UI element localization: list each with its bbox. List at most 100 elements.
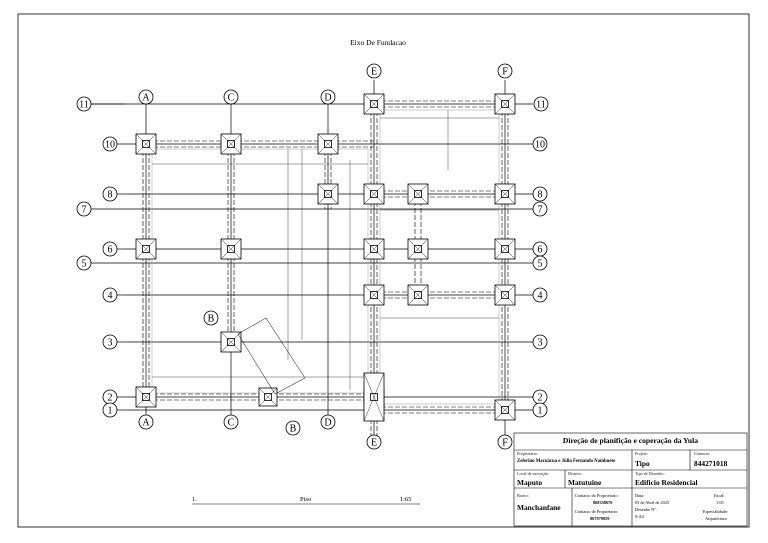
especialidade-label: Especialidade: bbox=[703, 509, 729, 514]
axis-bubble-left-label: 6 bbox=[108, 245, 113, 256]
column bbox=[501, 100, 509, 108]
axis-bubble-right bbox=[532, 136, 548, 152]
footing-diagonal bbox=[317, 183, 339, 205]
footing-diagonal bbox=[494, 284, 516, 306]
axis-bubble-bottom bbox=[366, 434, 382, 450]
column bbox=[264, 393, 272, 401]
column bbox=[414, 245, 422, 253]
section-bubble-label: B bbox=[290, 424, 297, 435]
column bbox=[414, 190, 422, 198]
axis-bubble-right-label: 10 bbox=[535, 140, 545, 151]
contacto-prop1-value: 868358670 bbox=[593, 500, 613, 505]
axis-bubble-right bbox=[533, 96, 549, 112]
drawing-title: Eixo De Fundacao bbox=[350, 38, 406, 47]
sheet-border bbox=[17, 13, 750, 528]
column bbox=[370, 291, 378, 299]
footing-diagonal bbox=[220, 238, 242, 260]
especialidade-value: Arquitectura bbox=[705, 516, 727, 521]
footing-diagonal bbox=[494, 238, 516, 260]
axis-bubble-right bbox=[532, 287, 548, 303]
distrito-value: Matutuine bbox=[568, 478, 602, 487]
axis-bubble-right-label: 3 bbox=[538, 338, 543, 349]
bairro-value: Manchanfane bbox=[517, 503, 561, 512]
axis-bubble-bottom-label: C bbox=[228, 418, 235, 429]
footing-diagonal bbox=[494, 183, 516, 205]
axis-bubble-right-label: 11 bbox=[536, 100, 546, 111]
axis-bubble-bottom-label: F bbox=[502, 438, 508, 449]
axis-bubble-right-label: 7 bbox=[538, 205, 543, 216]
footing-diagonal bbox=[258, 387, 278, 407]
footing-diagonal bbox=[407, 238, 429, 260]
caption-name: Piso bbox=[300, 496, 311, 503]
axis-bubble-left-label: 7 bbox=[82, 205, 87, 216]
axis-bubble-top bbox=[366, 63, 382, 79]
axis-bubble-left-label: 3 bbox=[108, 338, 113, 349]
axis-bubble-top bbox=[223, 89, 239, 105]
axis-bubble-left-label: 8 bbox=[108, 190, 113, 201]
column bbox=[501, 190, 509, 198]
axis-bubble-right bbox=[532, 186, 548, 202]
title-block bbox=[513, 432, 748, 527]
column bbox=[370, 100, 378, 108]
proprietario-value: Zeferino Macuácua e Júlia Fernando Nambu… bbox=[517, 459, 616, 464]
column bbox=[227, 140, 235, 148]
caption-number: 1. bbox=[192, 496, 197, 503]
axis-bubble-top-label: A bbox=[142, 93, 150, 104]
axis-bubble-left-label: 10 bbox=[105, 140, 115, 151]
axis-bubble-top bbox=[138, 89, 154, 105]
data-label: Data: bbox=[635, 493, 645, 498]
projeto-label: Projeto: bbox=[635, 451, 649, 456]
footing-diagonal bbox=[363, 93, 385, 115]
footing-diagonal bbox=[135, 386, 157, 408]
column bbox=[370, 190, 378, 198]
section-bubble-label: B bbox=[208, 314, 215, 325]
axis-bubble-right bbox=[532, 334, 548, 350]
footing-diagonal bbox=[363, 284, 385, 306]
bairro-label: Bairro: bbox=[517, 493, 529, 498]
projeto-value: Tipo bbox=[635, 459, 650, 468]
axis-bubble-bottom-label: A bbox=[142, 418, 150, 429]
escal-value: 1:65 bbox=[716, 500, 724, 505]
axis-bubble-bottom bbox=[138, 414, 154, 430]
column bbox=[501, 291, 509, 299]
footing-diagonal bbox=[494, 93, 516, 115]
outline-line bbox=[379, 109, 500, 405]
view-caption: 1. Piso 1:65 bbox=[192, 496, 420, 505]
column bbox=[414, 291, 422, 299]
axis-bubble-left-label: 1 bbox=[108, 406, 113, 417]
axis-bubble-right-label: 6 bbox=[538, 245, 543, 256]
column bbox=[227, 338, 235, 346]
section-bubble bbox=[285, 420, 301, 436]
contacto-value: 844271018 bbox=[694, 459, 728, 468]
column bbox=[227, 245, 235, 253]
axis-bubble-left-label: 4 bbox=[108, 291, 113, 302]
column bbox=[370, 393, 378, 401]
axis-bubble-top bbox=[320, 89, 336, 105]
section-bubble bbox=[203, 310, 219, 326]
contacto-prop1-label: Contacto do Proprietario: bbox=[575, 493, 619, 498]
axis-bubble-left-label: 5 bbox=[82, 259, 87, 270]
axis-bubble-bottom bbox=[497, 434, 513, 450]
column bbox=[370, 245, 378, 253]
footing-diagonal bbox=[220, 133, 242, 155]
caption-scale: 1:65 bbox=[400, 496, 412, 503]
column bbox=[324, 190, 332, 198]
footing-diagonal bbox=[220, 331, 242, 353]
axis-bubble-right-label: 1 bbox=[538, 406, 543, 417]
footing-diagonal bbox=[363, 238, 385, 260]
axis-bubble-right bbox=[532, 402, 548, 418]
column bbox=[324, 140, 332, 148]
axis-bubble-right-label: 5 bbox=[538, 259, 543, 270]
proprietario-label: Proprietario: bbox=[517, 451, 539, 456]
tipo-label: Tipo de Desenho: bbox=[635, 471, 665, 476]
column bbox=[501, 406, 509, 414]
column bbox=[142, 140, 150, 148]
footing-diagonal bbox=[494, 399, 516, 421]
local-label: Local de execução: bbox=[517, 471, 550, 476]
data-value: 03 de Abril de 2025 bbox=[635, 500, 670, 505]
column bbox=[501, 245, 509, 253]
axis-bubble-right-label: 4 bbox=[538, 291, 543, 302]
